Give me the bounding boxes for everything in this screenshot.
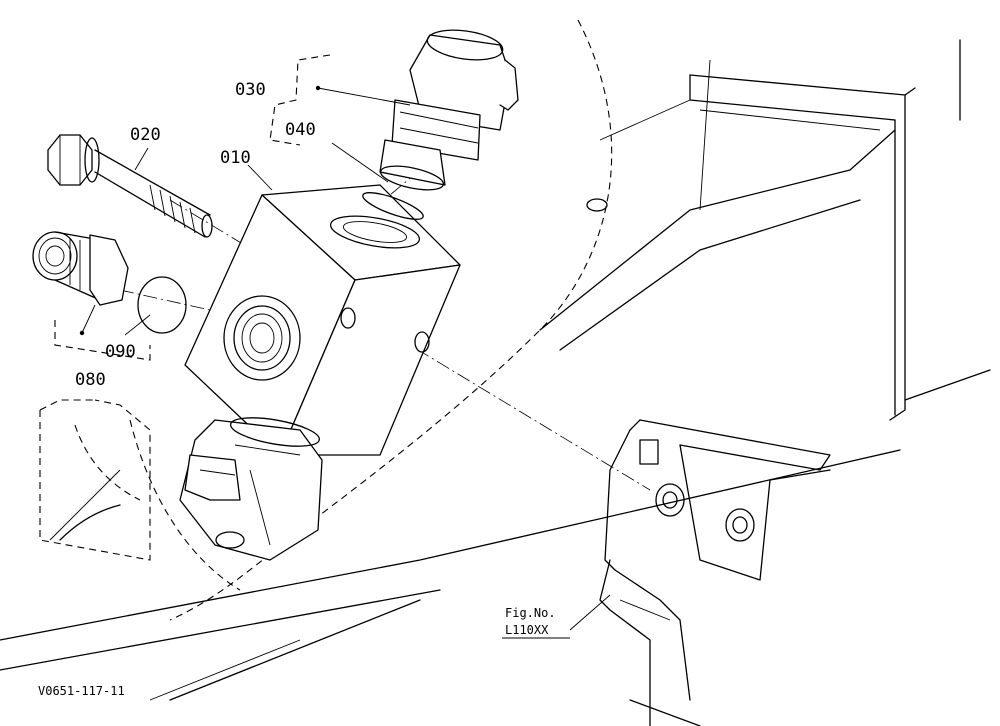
leader-lines xyxy=(79,85,611,631)
assembly-centerline xyxy=(169,199,651,491)
group-bracket-080 xyxy=(54,320,151,361)
callout-030: 030 xyxy=(235,80,266,100)
drawing-code: V0651-117-11 xyxy=(38,684,125,698)
left-bracket xyxy=(39,399,151,561)
callout-080: 080 xyxy=(75,370,106,390)
group-bracket-030 xyxy=(269,54,331,146)
solenoid xyxy=(179,417,323,561)
callout-090: 090 xyxy=(105,342,136,362)
callout-010: 010 xyxy=(220,148,251,168)
right-bracket xyxy=(599,419,831,726)
frame-outline xyxy=(0,19,991,701)
pressure-switch xyxy=(379,29,519,191)
bolt xyxy=(47,134,213,238)
valve-block xyxy=(184,184,461,456)
callout-040: 040 xyxy=(285,120,316,140)
o-ring-040 xyxy=(362,192,424,220)
o-ring-090 xyxy=(137,276,187,334)
fig-number: L110XX xyxy=(505,623,549,637)
fig-label: Fig.No. xyxy=(505,606,556,620)
callout-020: 020 xyxy=(130,125,161,145)
fitting xyxy=(32,231,129,306)
